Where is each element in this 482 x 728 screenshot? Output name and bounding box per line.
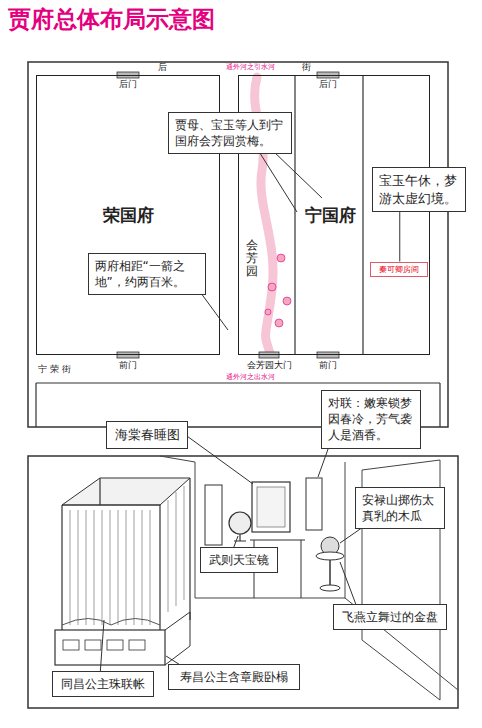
plate-base [320,585,340,591]
platform-side [165,612,190,665]
leader-line [258,150,322,212]
drawer [85,640,101,650]
node-text: 贾母、宝玉等人到宁国府会芳园赏梅。 [175,117,285,149]
leader-connector [399,212,400,261]
river-label: 通外河之出水河 [226,374,275,382]
bed-post [62,478,190,655]
callout-box: 寿昌公主含章殿卧榻 [168,664,300,690]
drawer [107,640,123,650]
street-name: 街 [302,63,311,73]
gate-label: 后门 [319,80,337,90]
street-name: 后 [158,63,167,73]
bed-canopy [62,478,190,505]
map-frame [28,62,448,427]
gate-label: 会芳园大门 [247,361,292,371]
plum-flowers [265,254,291,327]
room-frame [28,456,458,708]
gate-label: 前门 [319,361,337,371]
painting [257,487,285,527]
node-text: 荣国府 [103,204,154,227]
node-text: 寿昌公主含章殿卧榻 [175,669,293,685]
gate [317,352,339,358]
room-walls [160,456,458,690]
mirror-stand [234,534,246,541]
flower [275,319,283,327]
flower [277,254,285,262]
bed-beam [62,505,160,506]
leader-line [100,620,104,676]
node-text: 宝玉午休，梦游太虚幻境。 [379,172,459,207]
callout-box: 宝玉午休，梦游太虚幻境。 [372,167,466,212]
gate [259,352,279,358]
callout-box: 武则天宝镜 [200,547,278,573]
bed [55,478,190,665]
drawer [63,640,79,650]
node-text: 海棠春睡图 [113,426,181,444]
callout-box: 贾母、宝玉等人到宁国府会芳园赏梅。 [168,112,292,154]
plate-stand [329,560,331,585]
callout-box: 安禄山掷伤太真乳的木瓜 [355,487,445,529]
drawer [129,640,145,650]
leader-lines [100,431,366,676]
callout-box: 两府相距“一箭之地”，约两百米。 [88,253,206,295]
bed-curtain [70,486,184,625]
courtyard-divider [295,75,363,355]
leader-line [340,562,358,610]
gate-label: 后门 [119,80,137,90]
diagram-title: 贾府总体布局示意图 [8,6,215,34]
gate [117,352,139,358]
door-panel [362,460,440,700]
node-text: 飞燕立舞过的金盘 [340,609,440,625]
flower [268,283,276,291]
curtain-hem [62,619,160,626]
node-text: 武则天宝镜 [207,552,271,568]
gold-plate [316,552,344,560]
node-text: 宁国府 [305,204,356,227]
node-text: 安禄山掷伤太真乳的木瓜 [362,492,438,524]
bed-platform [55,630,165,665]
gate-label: 前门 [119,361,137,371]
callout-box: 对联：嫩寒锁梦因春冷，芳气袭人是酒香。 [321,390,421,449]
room-box: 秦可卿房间 [370,262,428,278]
mirror [229,512,251,534]
couplet-scroll [306,478,322,530]
flower [265,309,271,315]
node-text: 同昌公主珠联帐 [59,676,147,692]
vertical-label: 会芳园 [246,239,258,279]
callout-box: 同昌公主珠联帐 [52,671,154,697]
callout-box: 飞燕立舞过的金盘 [333,604,447,630]
painting-frame [252,482,290,532]
node-text: 对联：嫩寒锁梦因春冷，芳气袭人是酒香。 [328,395,414,444]
leader-line [180,431,253,484]
node-text: 两府相距“一箭之地”，约两百米。 [95,258,199,290]
river-label: 通外河之引水河 [226,64,275,72]
node-text: 秦可卿房间 [374,265,424,275]
flower [283,297,291,305]
couplet-scroll [205,485,222,545]
callout-box: 海棠春睡图 [106,421,188,449]
street-name: 宁 荣 街 [38,365,71,375]
